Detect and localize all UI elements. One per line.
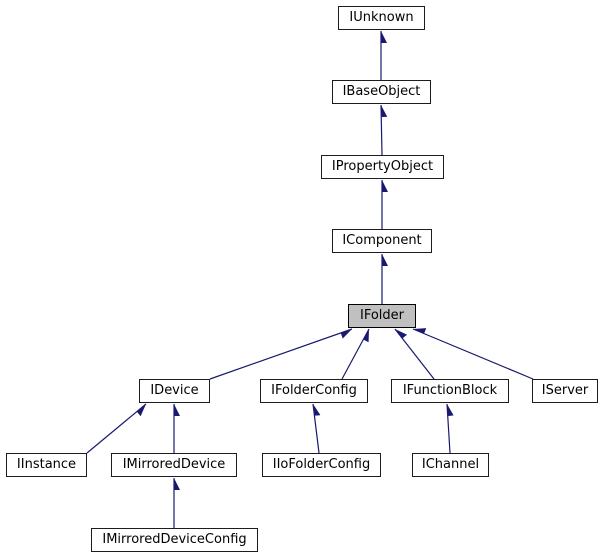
node-idevice[interactable]: IDevice bbox=[139, 379, 210, 403]
edge-idevice-to-ifolder bbox=[209, 329, 353, 380]
node-imirroreddevice[interactable]: IMirroredDevice bbox=[111, 453, 237, 477]
node-iinstance[interactable]: IInstance bbox=[6, 453, 87, 477]
edge-ipropertyobject-to-ibaseobject bbox=[380, 104, 382, 156]
edge-ichannel-to-ifunctionblock bbox=[446, 403, 450, 454]
node-ichannel[interactable]: IChannel bbox=[412, 453, 489, 477]
node-ibaseobject[interactable]: IBaseObject bbox=[332, 80, 431, 104]
node-iserver[interactable]: IServer bbox=[532, 379, 598, 403]
edge-ifunctionblock-to-ifolder bbox=[394, 328, 435, 380]
edge-iiofolderconfig-to-ifolderconfig bbox=[312, 403, 319, 454]
node-iiofolderconfig[interactable]: IIoFolderConfig bbox=[262, 453, 381, 477]
edge-iserver-to-ifolder bbox=[412, 329, 534, 380]
node-ifolder: IFolder bbox=[348, 304, 416, 328]
node-iunknown[interactable]: IUnknown bbox=[338, 6, 425, 30]
node-ifunctionblock[interactable]: IFunctionBlock bbox=[391, 379, 509, 403]
node-ipropertyobject[interactable]: IPropertyObject bbox=[321, 155, 444, 179]
node-icomponent[interactable]: IComponent bbox=[332, 229, 432, 253]
edge-iinstance-to-idevice bbox=[86, 403, 147, 454]
edge-ifolderconfig-to-ifolder bbox=[341, 328, 370, 380]
node-imirroreddeviceconfig[interactable]: IMirroredDeviceConfig bbox=[91, 528, 258, 552]
node-ifolderconfig[interactable]: IFolderConfig bbox=[260, 379, 368, 403]
